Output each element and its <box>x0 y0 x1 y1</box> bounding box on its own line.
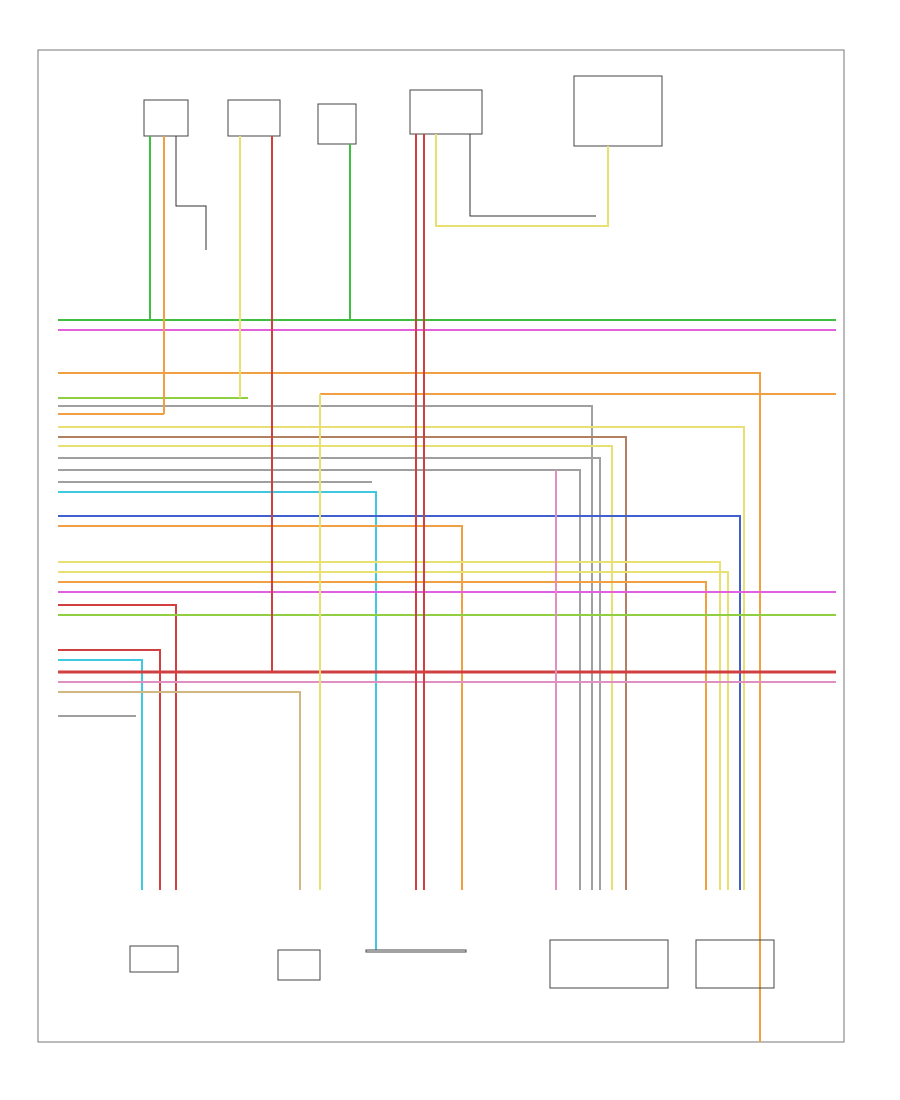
wire-yellow-2 <box>58 445 613 890</box>
component-sensor-a <box>143 99 189 137</box>
component-bottom-1 <box>129 945 179 973</box>
wire-cyan-1 <box>58 491 377 950</box>
wire-cyan-2 <box>58 659 143 890</box>
component-bottom-2 <box>277 949 321 981</box>
component-bottom-3 <box>365 949 467 953</box>
wire-blue-1 <box>58 515 741 890</box>
wire-gray-2 <box>58 457 601 890</box>
component-switch-c <box>317 103 357 145</box>
wire-gray-3 <box>58 469 581 890</box>
wire-red-1 <box>58 604 177 890</box>
component-connector-e <box>573 75 663 147</box>
vertical-wires <box>149 134 609 890</box>
wire-bus <box>58 319 836 1042</box>
wire-black-v1 <box>175 136 207 250</box>
wire-orange-5 <box>58 581 707 890</box>
wire-yellow-3 <box>58 561 721 890</box>
wire-tan-1 <box>58 691 301 890</box>
bottom-components <box>129 939 775 989</box>
wire-yellow-4 <box>58 571 729 890</box>
diagram-frame <box>37 49 845 1043</box>
wire-red-2 <box>58 649 161 890</box>
component-sensor-b <box>227 99 281 137</box>
component-bottom-4 <box>549 939 669 989</box>
wire-brown-1 <box>58 436 627 890</box>
wire-orange-1 <box>58 372 761 1042</box>
wire-yellow-1 <box>58 426 745 890</box>
wire-orange-4 <box>58 525 463 890</box>
wire-gray-1 <box>58 405 593 890</box>
component-sensor-d <box>409 89 483 135</box>
wire-gray-v1 <box>469 134 596 217</box>
wire-yellow-v2 <box>435 134 609 227</box>
component-bottom-5 <box>695 939 775 989</box>
top-components <box>143 75 663 147</box>
